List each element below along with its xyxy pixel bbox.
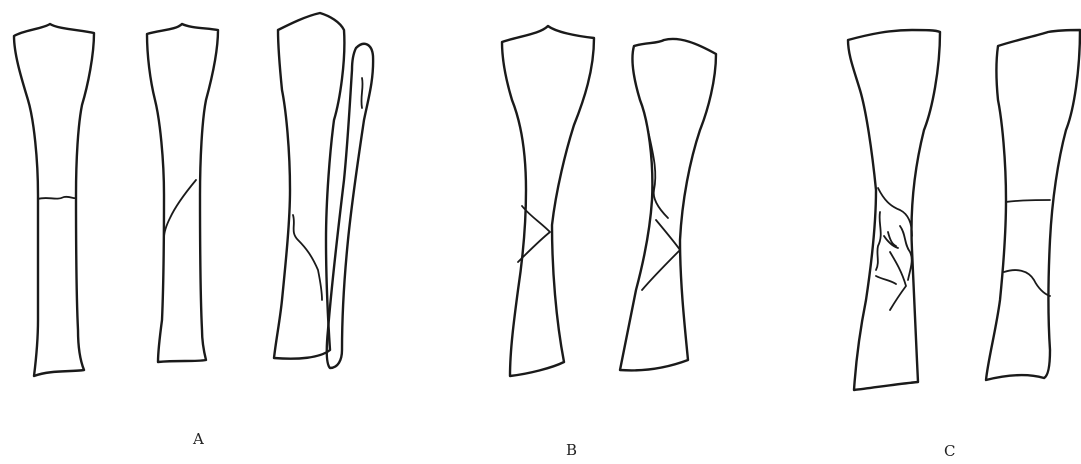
group-a-bones [14, 13, 373, 376]
group-label-c: C [944, 442, 955, 460]
group-b-bones [502, 26, 716, 376]
bone-a3-segmental [274, 13, 373, 368]
group-c-bones [848, 30, 1080, 390]
bone-a1-transverse [14, 24, 94, 376]
group-label-b: B [566, 441, 577, 459]
group-label-a: A [193, 430, 204, 448]
bone-b2-comminuted [620, 39, 716, 370]
bone-c1-comminuted [848, 30, 940, 390]
bone-b1-butterfly [502, 26, 594, 376]
bone-c2-segmental [986, 30, 1080, 380]
bone-a2-oblique [147, 24, 218, 362]
